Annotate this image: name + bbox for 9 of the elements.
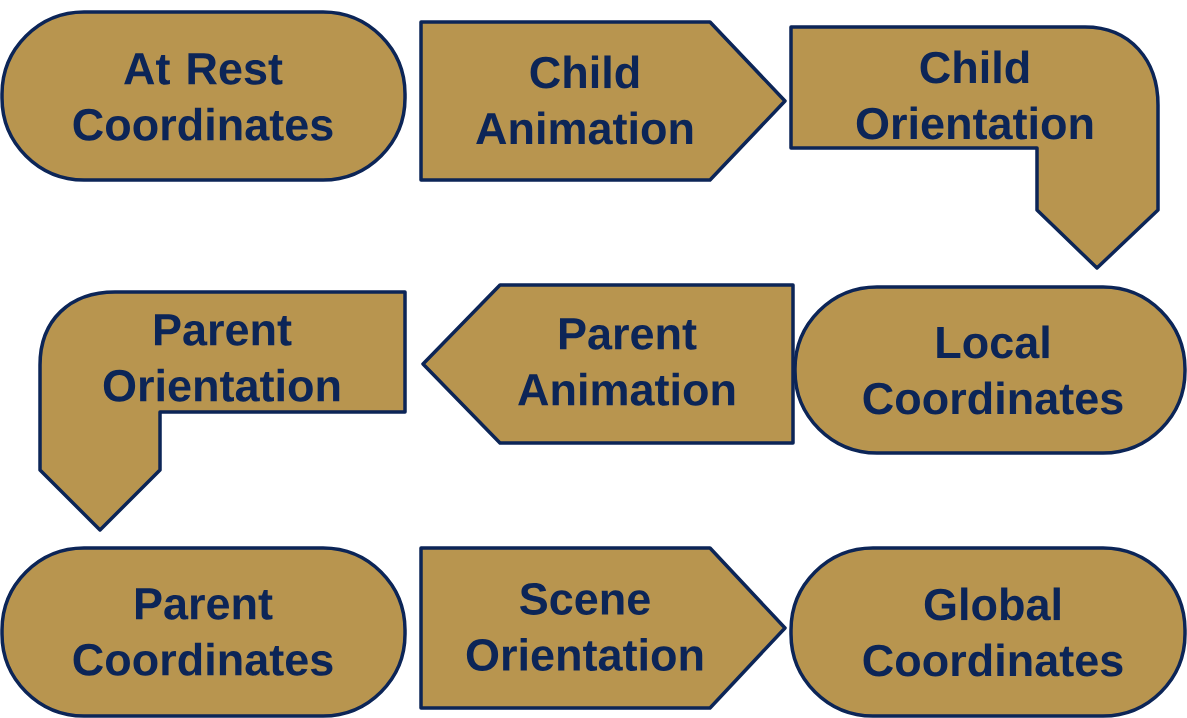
arrow-box: Parent Animation [421, 283, 795, 445]
stadium-box: Local Coordinates [793, 285, 1187, 455]
bent-arrow-box: Child Orientation [789, 25, 1160, 270]
stadium-box: Global Coordinates [789, 546, 1187, 718]
arrow-box: Scene Orientation [419, 546, 787, 710]
bent-arrow-box: Parent Orientation [38, 290, 407, 532]
arrow-box: Child Animation [419, 20, 787, 182]
stadium-box: Parent Coordinates [0, 546, 407, 718]
stadium-box: At Rest Coordinates [0, 10, 407, 182]
